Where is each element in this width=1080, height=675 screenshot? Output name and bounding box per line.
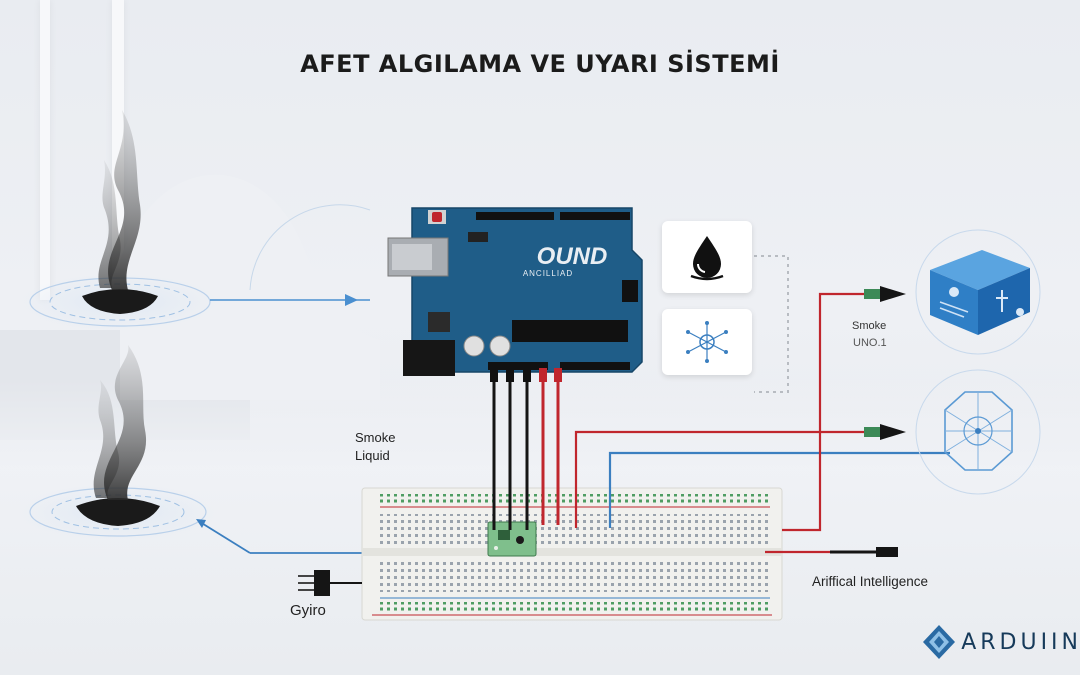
- breadboard: [361, 487, 783, 621]
- sensor-arc: [249, 204, 371, 291]
- network-node-card: [662, 309, 752, 375]
- gyiro-label: Gyiro: [290, 602, 326, 619]
- output-wires: [574, 286, 950, 557]
- smoke-label: Smoke: [355, 430, 396, 445]
- network-node-icon: [686, 321, 728, 363]
- brand-name: ARDUIIN: [961, 629, 1080, 655]
- board-logo-sub: ANCILLIAD: [523, 269, 573, 278]
- gyro-link-arrow: [196, 519, 206, 528]
- page-title: AFET ALGILAMA VE UYARI SİSTEMİ: [300, 50, 780, 78]
- uno-right-label: UNO.1: [853, 337, 887, 349]
- icon-card-connector: [754, 255, 789, 393]
- board-logo-main: OUND: [537, 243, 608, 270]
- smoke-right-label: Smoke: [852, 320, 887, 332]
- gyro-link-diagonal: [199, 521, 251, 554]
- cube-module-icon: [915, 229, 1041, 355]
- liquid-label: Liquid: [355, 448, 390, 463]
- sensor-top-arrow: [345, 294, 358, 306]
- sensor-module: [487, 521, 537, 557]
- wireframe-sphere-icon: [915, 369, 1041, 495]
- smoke-sensor-top: [20, 110, 220, 330]
- arduino-diamond-logo-icon: [923, 625, 956, 659]
- smoke-liquid-label: Smoke Liquid: [355, 429, 395, 465]
- gyro-connector: [298, 570, 362, 596]
- window-frame-left: [40, 0, 50, 300]
- smoke-sensor-bottom: [18, 345, 218, 540]
- brand-logo: ARDUIIN: [921, 623, 1080, 661]
- ai-label: Ariffical Intelligence: [812, 574, 929, 589]
- water-drop-icon: [690, 236, 724, 281]
- water-drop-card: [662, 221, 752, 293]
- arduino-board: OUND ANCILLIAD: [387, 207, 643, 376]
- header-wires: [490, 368, 562, 530]
